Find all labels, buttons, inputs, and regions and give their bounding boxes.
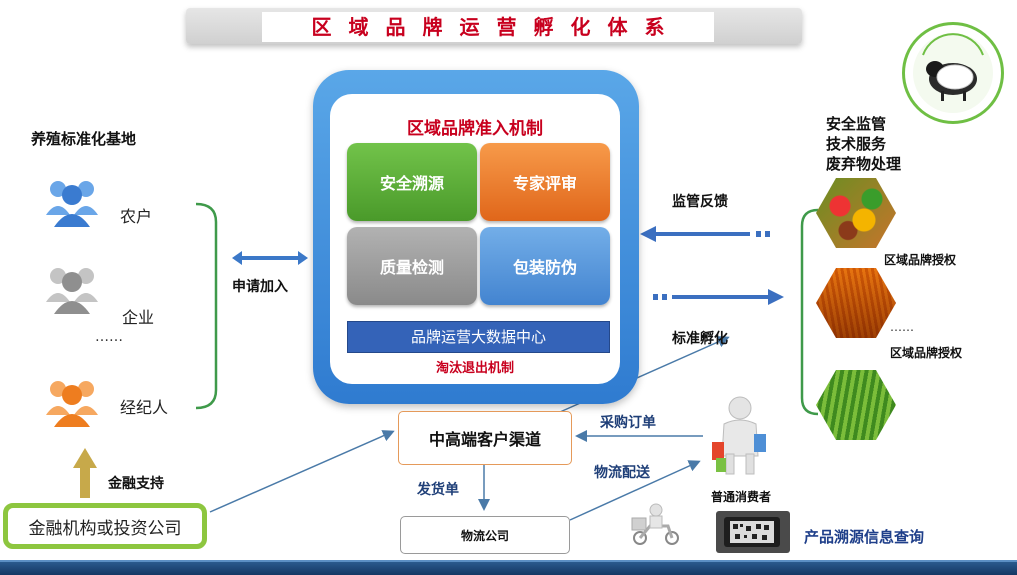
- big-data-center-bar: 品牌运营大数据中心: [347, 321, 610, 353]
- tile-quality-inspection: 质量检测: [347, 227, 477, 305]
- tile-package-anticounterfeit: 包装防伪: [480, 227, 610, 305]
- service-list: 安全监管 技术服务 废弃物处理: [826, 114, 901, 174]
- phone-scan-icon: [716, 511, 790, 553]
- brand-auth-label-2: 区域品牌授权: [890, 346, 963, 360]
- high-end-channel-box: 中高端客户渠道: [398, 411, 572, 465]
- purchase-order-label: 采购订单: [600, 415, 656, 431]
- finance-up-arrow: [80, 466, 90, 498]
- brand-auth-label-1: 区域品牌授权: [884, 253, 957, 267]
- service-item: 技术服务: [826, 135, 887, 153]
- breeding-base-title: 养殖标准化基地: [31, 130, 137, 148]
- broker-group-icon: [46, 381, 98, 427]
- person-label-farmer: 农户: [120, 207, 153, 226]
- enterprise-group-icon: [46, 268, 98, 314]
- incubate-label: 标准孵化: [672, 331, 728, 347]
- logistics-delivery-label: 物流配送: [594, 465, 650, 481]
- service-item: 安全监管: [826, 115, 887, 133]
- bottom-bar: [0, 560, 1017, 575]
- exit-mechanism-label: 淘汰退出机制: [435, 361, 514, 376]
- sheep-logo-icon: [902, 22, 1004, 124]
- trace-query-label: 产品溯源信息查询: [804, 528, 925, 546]
- page-title: 区域品牌运营孵化体系: [262, 12, 714, 42]
- consumer-label: 普通消费者: [711, 490, 772, 504]
- service-item: 废弃物处理: [826, 155, 902, 173]
- farmer-group-icon: [46, 181, 98, 227]
- right-ellipsis: ……: [890, 320, 914, 334]
- feedback-label: 监管反馈: [672, 194, 728, 210]
- right-bracket: [800, 208, 819, 416]
- person-label-enterprise: 企业: [122, 308, 155, 327]
- shopper-icon: [712, 396, 766, 475]
- tile-expert-review: 专家评审: [480, 143, 610, 221]
- left-bracket: [195, 202, 218, 410]
- shipping-order-label: 发货单: [417, 482, 459, 498]
- tile-safety-traceability: 安全溯源: [347, 143, 477, 221]
- left-ellipsis: ……: [95, 329, 123, 345]
- delivery-scooter-icon: [631, 503, 679, 545]
- apply-label: 申请加入: [232, 279, 288, 295]
- logistics-company-box: 物流公司: [400, 516, 570, 554]
- brand-admission-title: 区域品牌准入机制: [407, 119, 543, 139]
- finance-institution-box: 金融机构或投资公司: [3, 503, 207, 549]
- finance-support-label: 金融支持: [108, 476, 164, 492]
- person-label-broker: 经纪人: [120, 398, 169, 417]
